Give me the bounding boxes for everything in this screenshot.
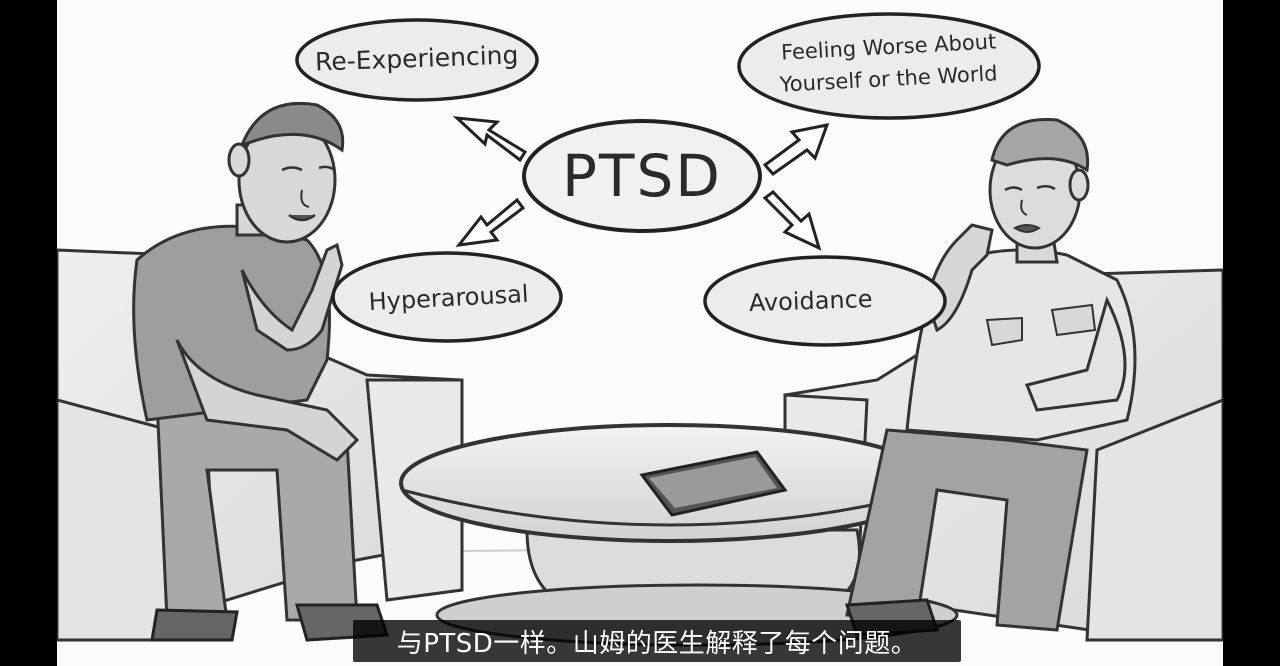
subtitle-bar: 与PTSD一样。山姆的医生解释了每个问题。 bbox=[353, 620, 961, 662]
bubble-hyperarousal bbox=[331, 251, 563, 343]
arrow-bottom-left-icon bbox=[455, 197, 526, 247]
arrow-bottom-right-icon bbox=[762, 190, 822, 251]
arrow-top-left-icon bbox=[452, 116, 528, 163]
label-re-experiencing: Re-Experiencing bbox=[315, 40, 519, 76]
whiteboard-illustration: PTSD Re-Experiencing Feeling Worse About… bbox=[57, 12, 1223, 647]
right-man-figure bbox=[844, 118, 1137, 637]
bubble-avoidance bbox=[703, 255, 947, 347]
label-avoidance: Avoidance bbox=[748, 285, 873, 317]
clipboard bbox=[639, 450, 788, 517]
ptsd-diagram: PTSD Re-Experiencing Feeling Worse About… bbox=[295, 12, 1041, 347]
bubble-feeling-worse bbox=[737, 12, 1041, 120]
left-man-figure bbox=[132, 101, 390, 642]
arrow-top-right-icon bbox=[762, 123, 830, 176]
subtitle-text: 与PTSD一样。山姆的医生解释了每个问题。 bbox=[396, 628, 918, 659]
bubble-re-experiencing bbox=[295, 18, 539, 102]
center-label: PTSD bbox=[562, 142, 722, 210]
illustration-canvas: PTSD Re-Experiencing Feeling Worse About… bbox=[57, 0, 1223, 666]
center-bubble bbox=[522, 119, 762, 233]
